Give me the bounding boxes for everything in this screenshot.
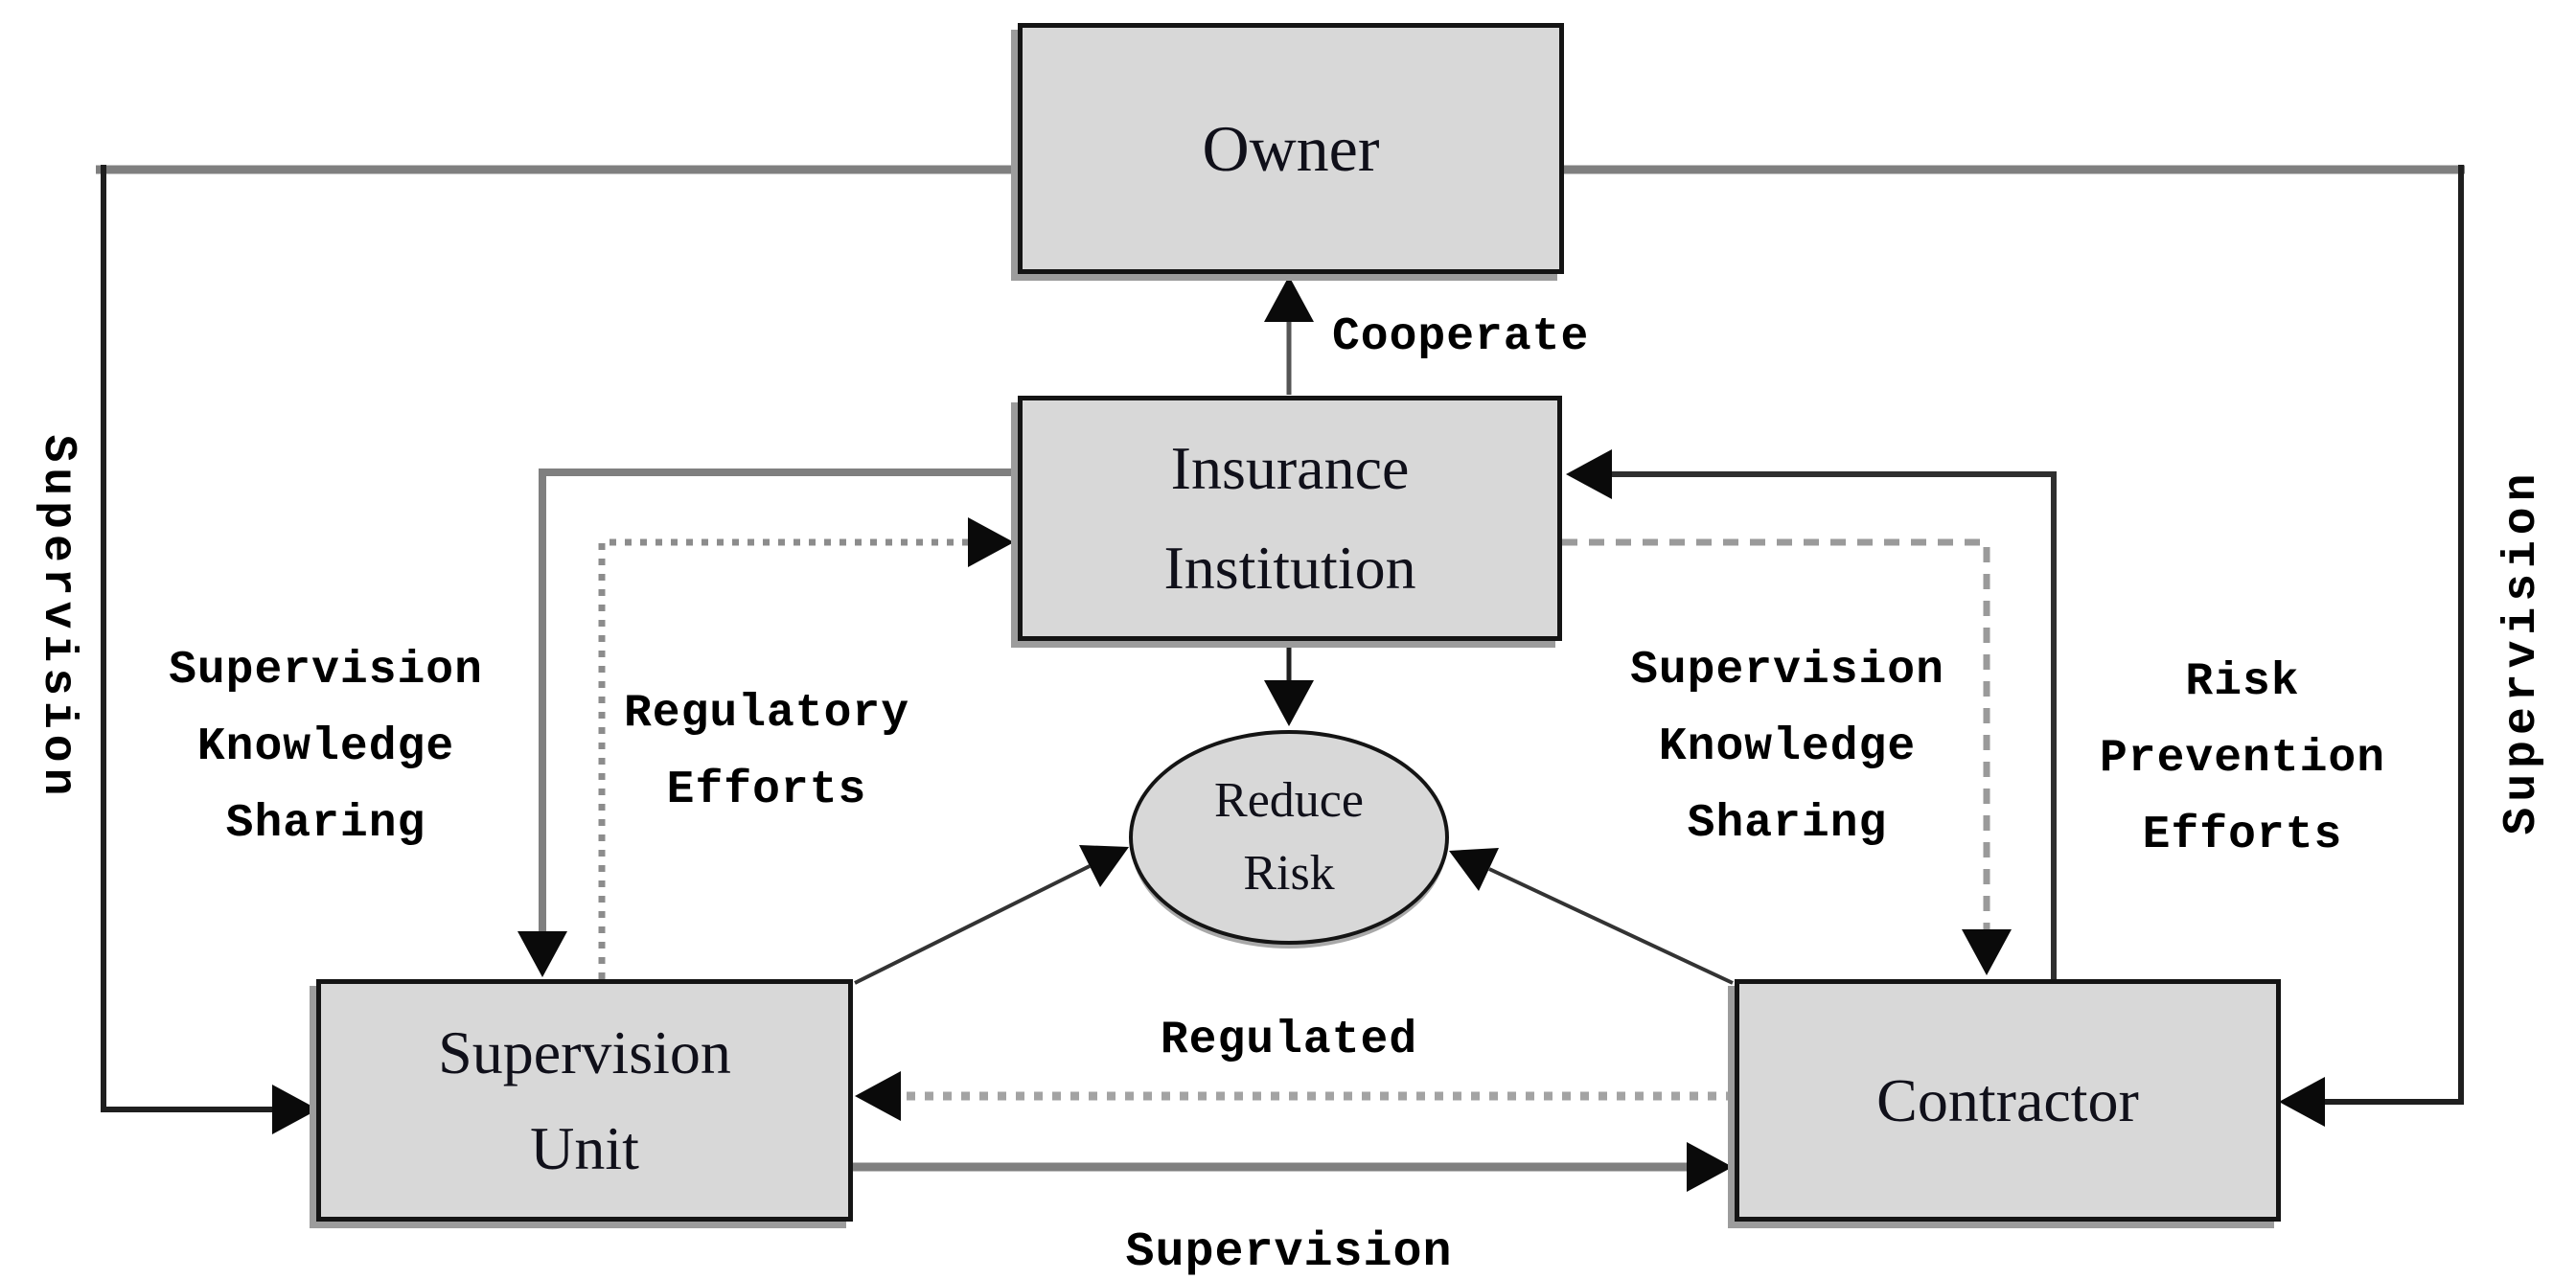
node-owner: Owner <box>1018 23 1564 274</box>
edge-label-cooperate: Cooperate <box>1332 311 1590 363</box>
node-reduce-risk-label-line1: Reduce <box>1214 773 1364 828</box>
node-supervision-unit-label-line2: Unit <box>530 1113 639 1182</box>
arrowhead-into-supervision-unit-right <box>855 1071 901 1121</box>
edge-label-knowledge-sharing-right-line3: Sharing <box>1687 798 1888 850</box>
edge-label-regulatory-efforts-line1: Regulatory <box>623 688 910 740</box>
node-contractor-label: Contractor <box>1876 1065 2139 1134</box>
edge-label-knowledge-sharing-right-line2: Knowledge <box>1658 721 1917 773</box>
arrowhead-into-supervision-unit-top <box>518 931 567 977</box>
knowledge-sharing-left-line <box>539 469 1018 960</box>
edge-label-knowledge-sharing-left-line3: Sharing <box>225 798 426 850</box>
edge-label-knowledge-sharing-left-line1: Supervision <box>169 645 483 697</box>
node-supervision-unit-label-line1: Supervision <box>438 1017 731 1086</box>
edge-label-supervision-left-vertical: Supervision <box>32 434 83 802</box>
knowledge-sharing-right-dashed-line <box>1562 538 1990 956</box>
arrowhead-into-contractor-right <box>2279 1077 2325 1127</box>
arrowhead-into-reduce-risk-left <box>1079 845 1129 887</box>
arrowhead-into-insurance-right <box>1566 449 1612 499</box>
edge-label-supervision-right-vertical: Supervision <box>2496 468 2548 835</box>
node-insurance-label-line2: Institution <box>1163 534 1416 602</box>
supervision-left-elbow-line <box>101 165 301 1112</box>
arrowhead-into-insurance-left <box>968 517 1014 567</box>
arrowhead-into-contractor-left <box>1687 1142 1733 1192</box>
edge-label-knowledge-sharing-right-line1: Supervision <box>1630 645 1944 697</box>
edge-label-supervision-bottom: Supervision <box>1125 1225 1453 1280</box>
node-insurance-institution: Insurance Institution <box>1018 396 1562 641</box>
node-reduce-risk-label-line2: Risk <box>1243 846 1335 901</box>
arrowhead-into-contractor-top <box>1962 929 2012 975</box>
node-contractor: Contractor <box>1735 979 2281 1222</box>
edge-label-regulatory-efforts: Regulatory Efforts <box>575 675 958 829</box>
edge-label-regulatory-efforts-line2: Efforts <box>666 765 867 816</box>
arrowhead-into-owner-bottom <box>1264 276 1314 322</box>
risk-prevention-line <box>1610 471 2057 979</box>
edge-label-knowledge-sharing-left-line2: Knowledge <box>196 721 455 773</box>
edge-label-risk-prevention-line1: Risk <box>2185 656 2300 708</box>
arrowhead-into-reduce-risk-right <box>1449 848 1499 891</box>
node-supervision-unit: Supervision Unit <box>316 979 853 1222</box>
node-reduce-risk: Reduce Risk <box>1129 730 1449 945</box>
edge-label-risk-prevention-efforts: Risk Prevention Efforts <box>2032 644 2453 874</box>
supervision-right-elbow-line <box>2296 165 2464 1105</box>
arrowhead-into-supervision-unit-left <box>272 1085 318 1134</box>
edge-label-regulated: Regulated <box>1160 1015 1418 1066</box>
contractor-to-reduce-risk-line <box>1488 867 1734 985</box>
supervision-unit-to-reduce-risk-line <box>854 864 1091 985</box>
edge-label-risk-prevention-line3: Efforts <box>2142 810 2343 861</box>
node-owner-label: Owner <box>1202 112 1380 185</box>
arrowhead-into-reduce-risk-top <box>1264 680 1314 726</box>
edge-label-knowledge-sharing-right: Supervision Knowledge Sharing <box>1567 632 2008 862</box>
edge-label-risk-prevention-line2: Prevention <box>2099 733 2386 785</box>
node-insurance-label-line1: Insurance <box>1170 434 1410 502</box>
edge-label-knowledge-sharing-left: Supervision Knowledge Sharing <box>105 632 546 862</box>
